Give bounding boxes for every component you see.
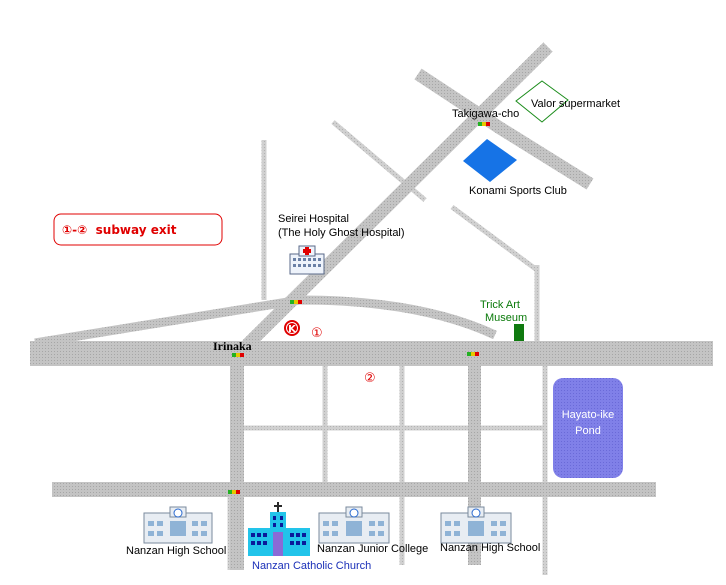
label-holy-ghost-hospital: (The Holy Ghost Hospital) (278, 227, 405, 239)
subway-exit-1[interactable]: ① (311, 326, 323, 341)
main-roads (30, 42, 713, 570)
school-building-icon[interactable] (143, 506, 213, 544)
label-nanzan-catholic-church: Nanzan Catholic Church (252, 560, 371, 572)
konami-sports-club-marker[interactable] (463, 139, 517, 182)
place-labels: Takigawa-cho Valor supermarket Konami Sp… (126, 98, 620, 572)
label-valor-supermarket: Valor supermarket (531, 98, 620, 110)
traffic-signal-icon (467, 352, 479, 356)
subway-station-marker[interactable]: K (284, 320, 300, 336)
label-takigawa-cho: Takigawa-cho (452, 108, 519, 120)
label-trick-art: Trick Art (480, 299, 520, 311)
valor-supermarket-marker[interactable] (515, 80, 569, 123)
traffic-signal-icon (228, 490, 240, 494)
traffic-signal-icon (478, 122, 490, 126)
station-mark-label: K (288, 324, 297, 335)
label-irinaka: Irinaka (213, 339, 252, 353)
road-bottom-horizontal (52, 482, 656, 497)
minor-roads (227, 120, 548, 575)
label-konami-sports-club: Konami Sports Club (469, 185, 567, 197)
traffic-signal-icon (290, 300, 302, 304)
label-pond: Pond (575, 425, 601, 437)
traffic-signals (228, 122, 490, 494)
label-nanzan-high-school-left: Nanzan High School (126, 545, 226, 557)
legend-text: ①-② subway exit (62, 223, 177, 237)
traffic-signal-icon (232, 353, 244, 357)
label-nanzan-high-school-right: Nanzan High School (440, 542, 540, 554)
road-main-horizontal (30, 341, 713, 366)
church-icon[interactable] (248, 502, 310, 556)
school-building-icon[interactable] (318, 506, 390, 544)
school-building-icon[interactable] (440, 506, 512, 544)
road-vertical-irinaka (230, 355, 244, 570)
hospital-icon[interactable] (289, 245, 325, 275)
road-upper-curve (34, 295, 497, 348)
label-nanzan-junior-college: Nanzan Junior College (317, 543, 428, 555)
label-museum: Museum (485, 312, 527, 324)
subway-exit-legend: ①-② subway exit (53, 213, 223, 246)
subway-exit-2[interactable]: ② (364, 371, 376, 386)
road-minor-diagonal-right (450, 204, 539, 273)
road-main-diagonal-ne (242, 42, 553, 350)
road-takigawa-to-konami (414, 68, 594, 190)
hayato-ike-pond[interactable] (553, 378, 623, 478)
label-seirei-hospital: Seirei Hospital (278, 213, 349, 225)
label-hayato-ike: Hayato-ike (562, 409, 615, 421)
trick-art-museum-marker[interactable] (514, 324, 524, 341)
